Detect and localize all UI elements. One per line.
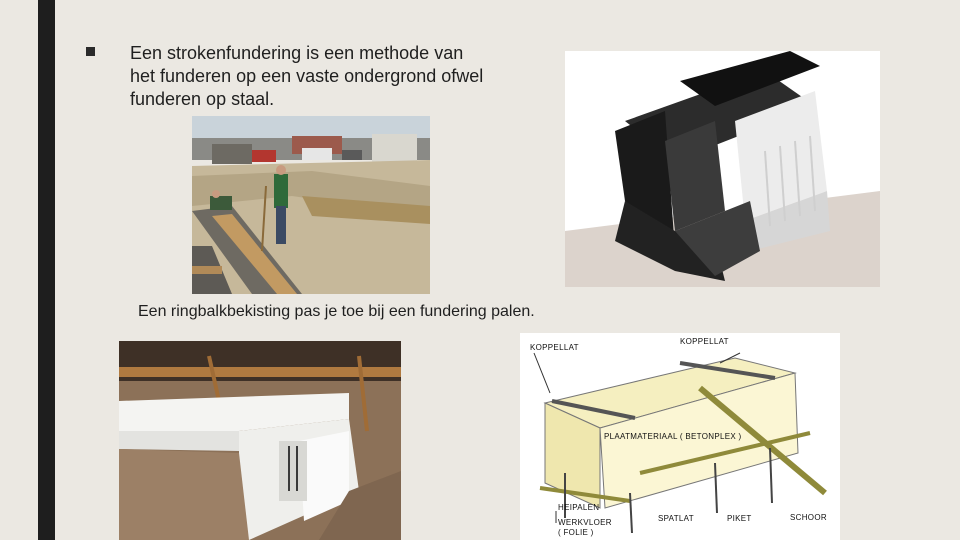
label-folie: ( FOLIE ) [558,528,594,537]
sidebar-bar [38,0,55,540]
label-piket: PIKET [727,514,752,523]
bullet-text: Een strokenfundering is een methode van … [130,43,484,109]
formwork-diagram: KOPPELLAT KOPPELLAT PLAATMATERIAAL ( BET… [520,333,840,540]
label-koppellat-left: KOPPELLAT [530,343,579,352]
construction-site-photo [192,116,430,294]
label-werkvloer: WERKVLOER [558,518,612,527]
label-spatlat: SPATLAT [658,514,694,523]
caption-text: Een ringbalkbekisting pas je toe bij een… [138,303,535,320]
ring-beam-formwork-photo [119,341,401,540]
label-koppellat-right: KOPPELLAT [680,337,729,346]
label-plaatmateriaal: PLAATMATERIAAL ( BETONPLEX ) [604,432,742,441]
foundation-block-render [565,51,880,287]
label-heipalen: HEIPALEN [558,503,600,512]
label-schoor: SCHOOR [790,513,827,522]
bullet-icon [86,47,95,56]
